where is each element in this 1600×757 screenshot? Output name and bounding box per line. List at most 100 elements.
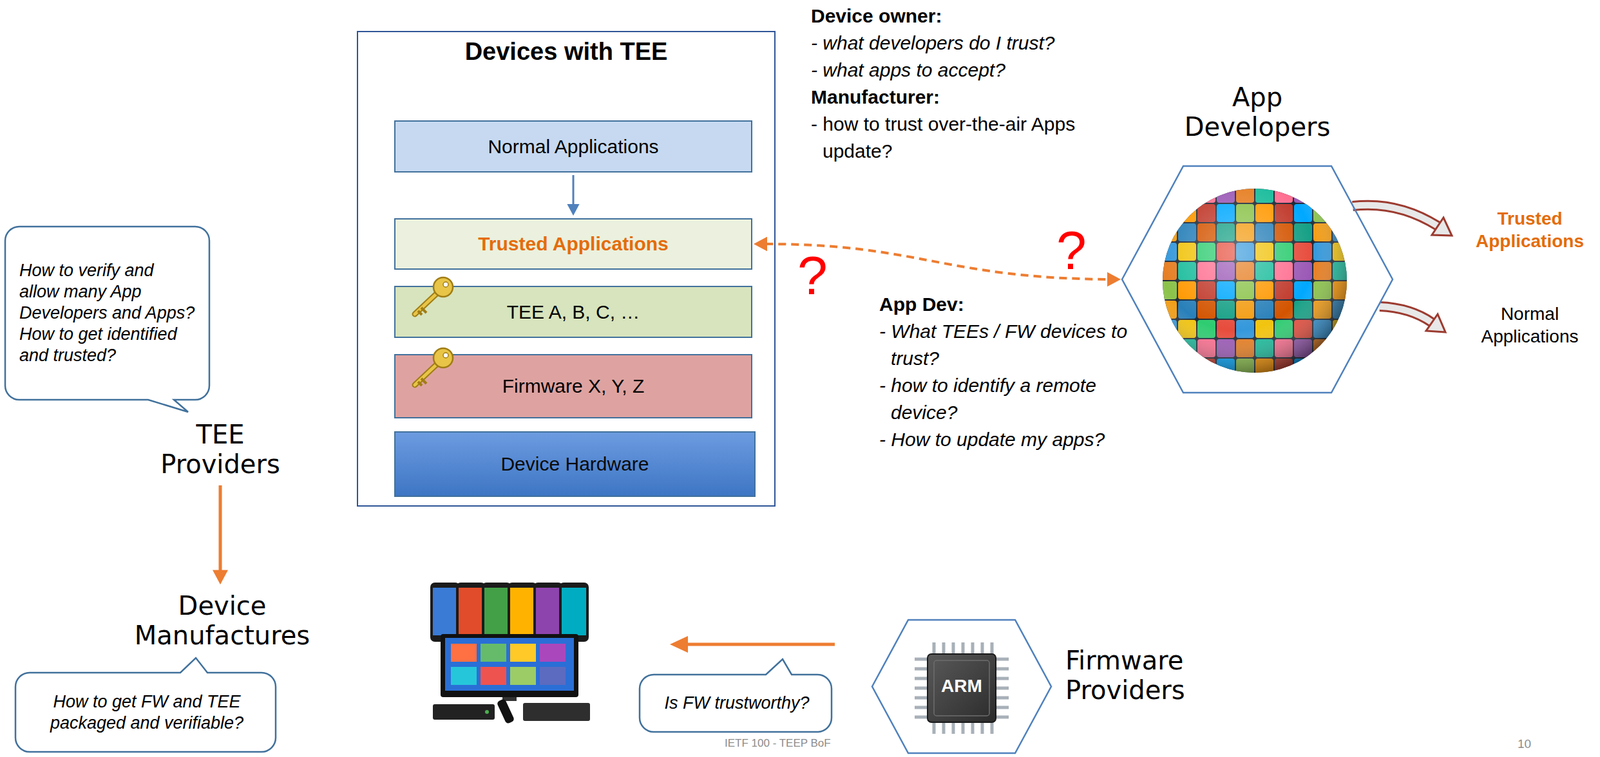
devices-picture xyxy=(450,667,477,686)
devices-picture xyxy=(481,582,512,643)
text-holder: Firmware Providers xyxy=(1065,646,1220,706)
speech-bubble-outline xyxy=(5,226,210,413)
devices-picture xyxy=(458,588,484,636)
note-text: App Dev: xyxy=(879,291,1137,319)
connector-line xyxy=(219,485,223,573)
arrow-head xyxy=(1107,272,1121,287)
connector xyxy=(566,175,580,216)
note-text: - how to identify a remote device? xyxy=(879,372,1137,427)
devices-picture xyxy=(430,582,460,643)
label-box: ? xyxy=(1056,223,1087,278)
question-mark: ? xyxy=(797,248,828,303)
delivery-arrow xyxy=(685,643,835,647)
note-text: - What TEEs / FW devices to trust? xyxy=(879,318,1137,373)
node-text: Firmware X, Y, Z xyxy=(494,374,653,399)
hexagon-outline xyxy=(872,620,1052,754)
output-arrow xyxy=(1431,217,1452,236)
key-icon xyxy=(414,364,437,386)
label-box: ? xyxy=(797,248,828,303)
layer-box: Device Hardware xyxy=(394,431,756,498)
delivery-arrow xyxy=(669,636,835,654)
chip-icon xyxy=(927,654,996,723)
layer-box: Trusted Applications xyxy=(394,218,753,270)
output-arrow xyxy=(1379,306,1432,323)
app-globe-icon xyxy=(1162,188,1347,373)
node-text: TEE Providers xyxy=(136,419,305,480)
provider-hexagon: Firmware Providers xyxy=(872,620,1220,754)
speech-bubble-outline xyxy=(15,673,276,753)
speech-bubble: Is FW trustworthy? xyxy=(639,675,832,733)
devices-picture xyxy=(430,582,591,725)
chip-icon xyxy=(914,642,1009,735)
devices-picture xyxy=(480,667,507,686)
label-text: Normal Applications xyxy=(1471,302,1588,348)
note-block: Device owner:- what developers do I trus… xyxy=(810,2,1088,165)
node-text: Firmware Providers xyxy=(1065,646,1220,706)
key-icon xyxy=(433,277,453,297)
speech-bubble-outline xyxy=(15,658,276,753)
label-box: 10 xyxy=(1517,738,1532,752)
layer-box: Normal Applications xyxy=(394,120,753,173)
devices-picture xyxy=(450,644,477,663)
output-arrow xyxy=(1352,205,1452,333)
delivery-arrow xyxy=(669,636,688,654)
key-icon xyxy=(414,293,437,315)
devices-picture xyxy=(523,703,591,722)
note-text: - what apps to accept? xyxy=(810,56,1088,84)
devices-picture xyxy=(445,638,574,692)
key-icon xyxy=(408,275,457,319)
question-mark: ? xyxy=(1056,223,1087,278)
role-label: Device Manufactures xyxy=(115,587,329,655)
devices-picture xyxy=(456,582,486,643)
arrow-head xyxy=(566,204,580,216)
note-text: - how to trust over-the-air Apps update? xyxy=(810,110,1088,165)
devices-picture xyxy=(485,710,489,715)
note-text: - How to update my apps? xyxy=(879,426,1137,454)
note-text: Manufacturer: xyxy=(810,83,1088,111)
speech-bubble: How to verify and allow many App Develop… xyxy=(5,226,210,400)
label-text: Trusted Applications xyxy=(1471,207,1588,253)
node-text: How to get FW and TEE packaged and verif… xyxy=(29,691,265,735)
connector xyxy=(212,485,229,585)
devices-picture xyxy=(539,644,566,663)
devices-picture xyxy=(559,582,589,643)
node-text: Trusted Applications xyxy=(470,232,677,256)
note-text: - what developers do I trust? xyxy=(810,29,1088,57)
devices-picture xyxy=(535,588,561,636)
role-label: TEE Providers xyxy=(136,416,305,484)
arrow-head xyxy=(753,237,768,252)
node-text: Device Manufactures xyxy=(115,591,329,651)
node-text: Is FW trustworthy? xyxy=(653,693,820,715)
note-block: App Dev:- What TEEs / FW devices to trus… xyxy=(879,291,1137,454)
key-icon xyxy=(418,378,427,386)
label-text: 10 xyxy=(1517,738,1532,752)
app-globe-icon xyxy=(1162,188,1347,373)
hexagon-outline xyxy=(1122,166,1393,393)
label-text: IETF 100 - TEEP BoF xyxy=(724,738,831,751)
app-globe-icon xyxy=(1162,188,1347,373)
node-text: App Developers xyxy=(1170,82,1345,142)
key-icon xyxy=(443,352,449,359)
devices-picture xyxy=(539,667,566,686)
devices-picture xyxy=(496,698,516,725)
hexagon-outline xyxy=(1122,166,1393,393)
key-icon xyxy=(414,364,437,386)
device-frame: Devices with TEENormal ApplicationsTrust… xyxy=(356,30,776,507)
node-text: How to verify and allow many App Develop… xyxy=(19,260,198,367)
key-icon xyxy=(443,282,449,288)
label-box: Normal Applications xyxy=(1471,302,1588,348)
devices-picture xyxy=(480,644,507,663)
key-icon xyxy=(414,293,437,315)
output-arrow xyxy=(1426,314,1446,333)
devices-picture xyxy=(484,588,509,636)
devices-picture xyxy=(440,634,579,698)
devices-picture xyxy=(432,704,495,721)
label-box: ARM xyxy=(927,676,996,697)
chip-icon xyxy=(914,642,1009,735)
app-globe-icon xyxy=(1162,188,1347,373)
node-text: Device Hardware xyxy=(492,452,657,477)
layer-box: Firmware X, Y, Z xyxy=(394,354,753,419)
output-arrow xyxy=(1352,205,1438,227)
